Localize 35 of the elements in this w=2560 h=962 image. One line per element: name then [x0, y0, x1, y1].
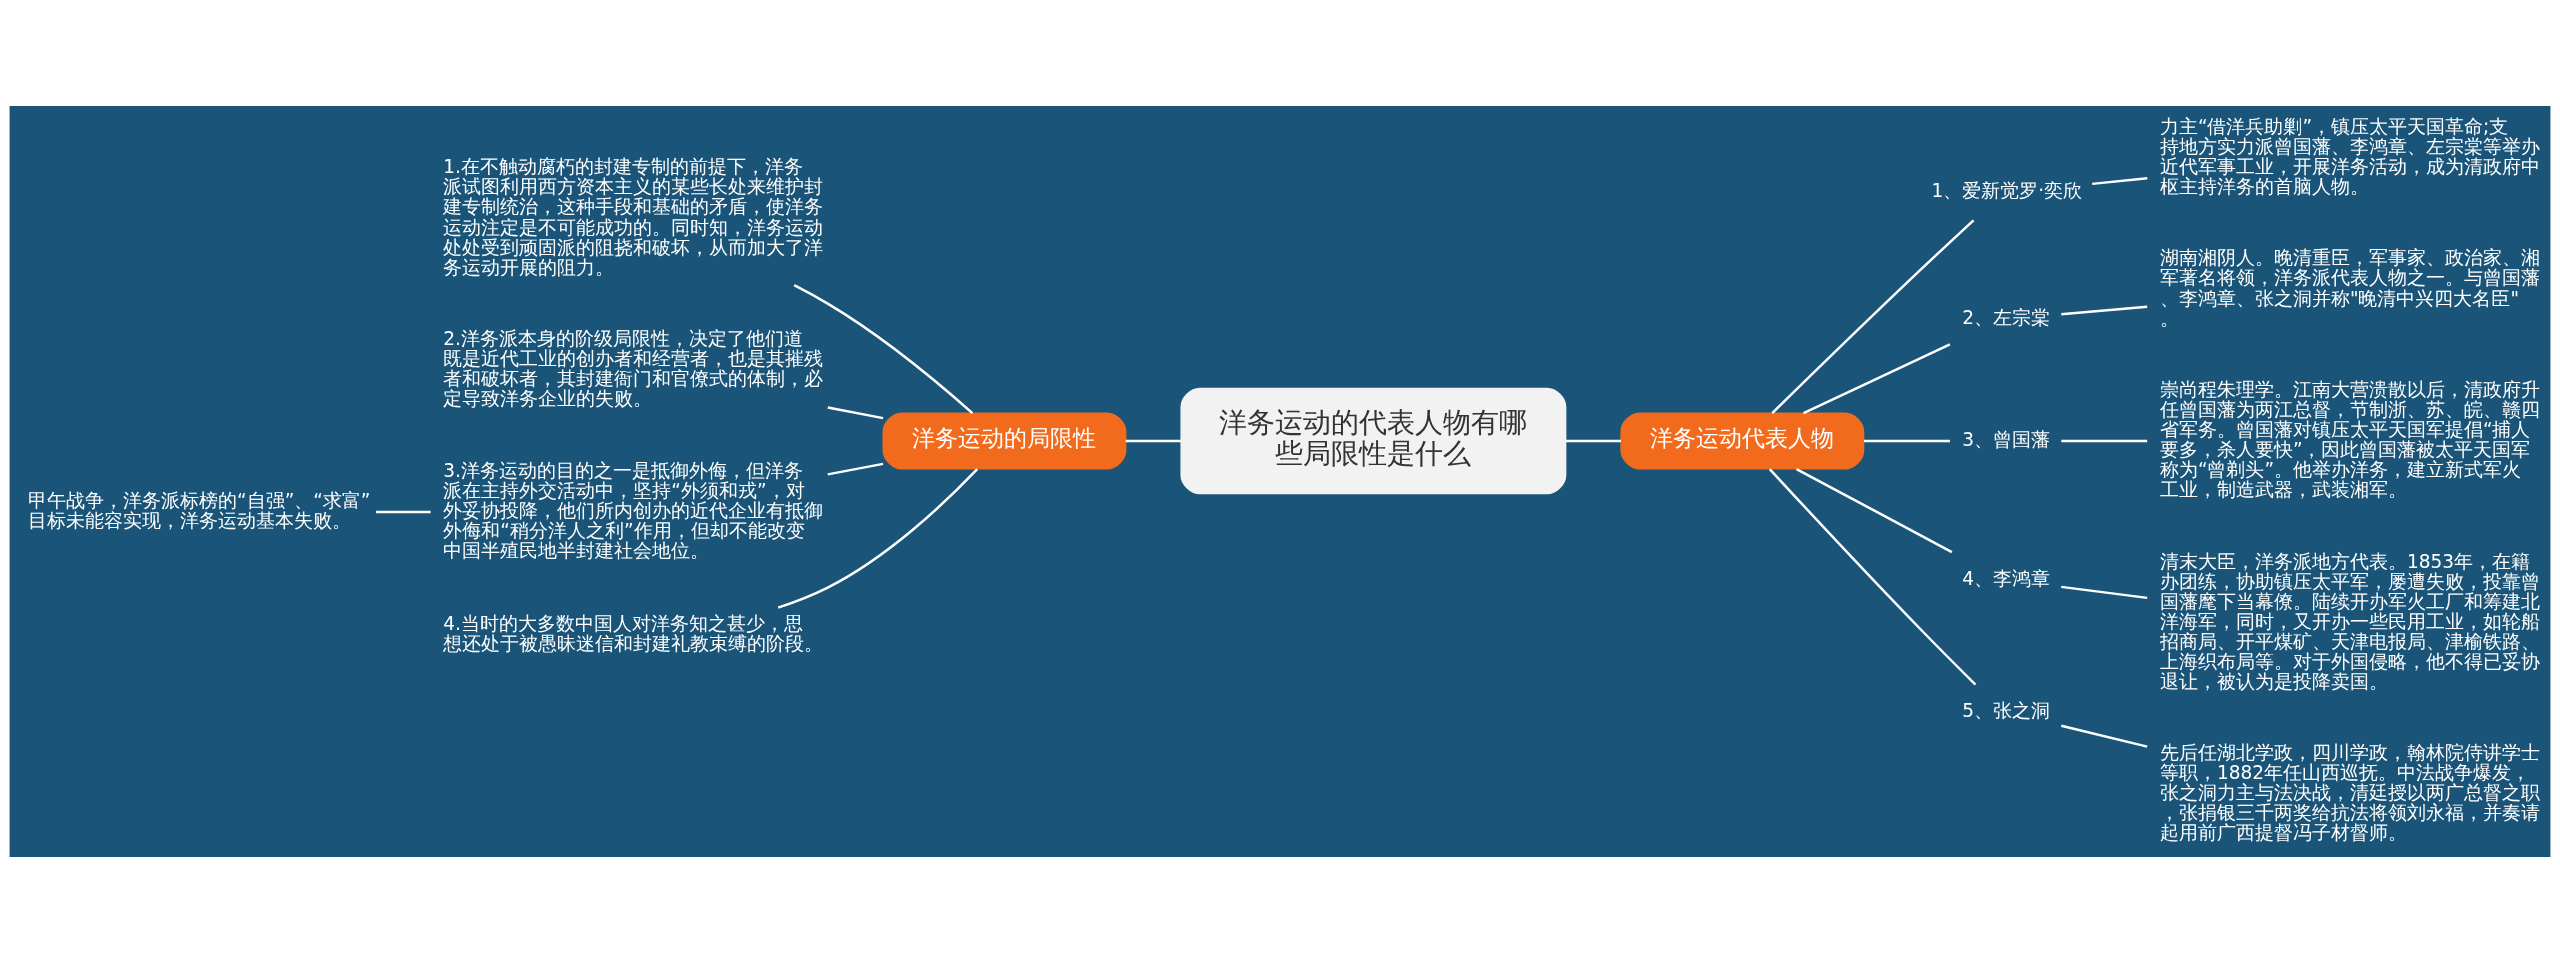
connector [2061, 439, 2148, 442]
node-text: 崇尚程朱理学。江南大营溃散以后，清政府升任曾国藩为两江总督，节制浙、苏、皖、赣四省军务。曾国藩对镇压太平天国军提倡“捕人要多，杀人要快”，因此曾国藩被太平天国军称为“曾剃头”。他举办洋务，建立新式军火工业，制造武器，武装湘军。 [2159, 378, 2540, 500]
connector [1125, 439, 1181, 442]
connector [777, 467, 979, 609]
connector [793, 283, 974, 414]
node-text: 清末大臣，洋务派地方代表。1853年，在籍办团练，协助镇压太平军，屡遭失败，投靠曾国藩麾下当幕僚。陆续开办军火工厂和筹建北洋海军，同时，又开办一些民用工业，如轮船招商局、开平煤矿、天津电报局、津榆铁路、上海织布局等。对于外国侵略，他不得已妥协退让，被认为是投降卖国。 [2159, 550, 2540, 692]
connector [2061, 724, 2148, 748]
node-text: 先后任湖北学政，四川学政，翰林院侍讲学士等职，1882年任山西巡抚。中法战争爆发，张之洞力主与法决战，清廷授以两广总督之职，张捐银三千两奖给抗法将领刘永福，并奏请起用前广西提督冯子材督师。 [2159, 741, 2540, 843]
connector [827, 462, 884, 476]
node-box: 洋务运动的代表人物有哪些局限性是什么 [1180, 387, 1567, 494]
connector [827, 405, 884, 419]
connector [1803, 342, 1951, 414]
node-text: 湖南湘阴人。晚清重臣，军事家、政治家、湘军著名将领，洋务派代表人物之一。与曾国藩、李鸿章、张之洞并称"晚清中兴四大名臣"。 [2159, 246, 2540, 329]
node-text: 1.在不触动腐朽的封建专制的前提下，洋务派试图利用西方资本主义的某些长处来维护封建专制统治，这种手段和基础的矛盾，使洋务运动注定是不可能成功的。同时知，洋务运动处处受到顽固派的阻挠和破坏，从而加大了洋务运动开展的阻力。 [443, 155, 824, 278]
node-text: 3、曾国藩 [1962, 428, 2051, 450]
node-text: 力主“借洋兵助剿”，镇压太平天国革命;支持地方实力派曾国藩、李鸿章、左宗棠等举办近代军事工业，开展洋务活动，成为清政府中枢主持洋务的首脑人物。 [2159, 115, 2540, 197]
node-text: 2.洋务派本身的阶级局限性，决定了他们道既是近代工业的创办者和经营者，也是其摧残者和破坏者，其封建衙门和官僚式的体制，必定导致洋务企业的失败。 [443, 327, 824, 409]
node-text: 1、爱新觉罗·奕欣 [1931, 179, 2083, 201]
node-text: 甲午战争，洋务派标榜的“自强”、“求富”目标未能容实现，洋务运动基本失败。 [28, 489, 371, 531]
node-text: 3.洋务运动的目的之一是抵御外侮，但洋务派在主持外交活动中，坚持“外须和戎”，对外妥协投降，他们所内创办的近代企业有抵御外侮和“稍分洋人之利”作用，但却不能改变中国半殖民地半封建社会地位。 [443, 459, 824, 561]
node-box: 洋务运动代表人物 [1620, 411, 1865, 470]
connector [1771, 218, 1975, 414]
connector [2061, 305, 2148, 316]
connector [1565, 439, 1621, 442]
connector [1768, 467, 1977, 685]
node-text: 2、左宗棠 [1962, 306, 2051, 328]
node-text: 5、张之洞 [1962, 699, 2051, 721]
node-text: 4、李鸿章 [1962, 567, 2051, 589]
node-box: 洋务运动的局限性 [882, 411, 1127, 470]
connector [1795, 467, 1953, 553]
connector [2061, 585, 2148, 599]
connector [376, 510, 431, 513]
connector [2092, 176, 2148, 185]
node-text: 4.当时的大多数中国人对洋务知之甚少，思想还处于被愚昧迷信和封建礼教束缚的阶段。 [443, 612, 824, 654]
connector [1864, 439, 1950, 442]
